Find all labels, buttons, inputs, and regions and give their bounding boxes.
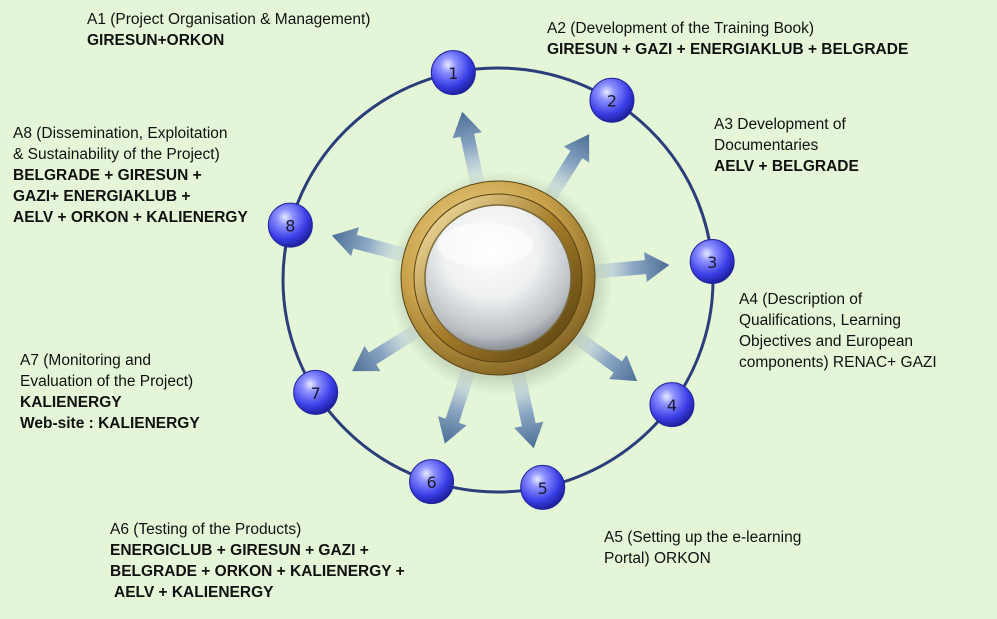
node-number: 3 (707, 253, 717, 272)
activity-title-line: A7 (Monitoring and (20, 352, 151, 369)
node-6: 6 (409, 459, 455, 505)
node-1: 1 (430, 50, 476, 96)
activity-title-line: A4 (Description of (739, 291, 863, 308)
node-number: 7 (311, 384, 321, 403)
activity-title-line: A3 Development of (714, 116, 846, 133)
node-7: 7 (293, 369, 339, 415)
node-5: 5 (520, 464, 566, 510)
activity-partners-line: AELV + ORKON + KALIENERGY (13, 209, 248, 226)
activity-label-a3: A3 Development of Documentaries AELV + B… (714, 114, 859, 177)
node-2: 2 (589, 77, 635, 123)
activity-title-line: & Sustainability of the Project) (13, 146, 220, 163)
activity-label-a2: A2 (Development of the Training Book) GI… (547, 18, 908, 60)
node-number: 5 (538, 479, 548, 498)
node-4: 4 (649, 382, 695, 428)
activity-partners-line: AELV + KALIENERGY (114, 584, 274, 601)
arrow-8 (331, 227, 411, 263)
activity-label-a6: A6 (Testing of the Products) ENERGICLUB … (110, 519, 405, 603)
activity-title-line: A5 (Setting up the e-learning (604, 529, 802, 546)
node-number: 2 (607, 92, 617, 111)
node-3: 3 (689, 239, 735, 285)
activity-label-a5: A5 (Setting up the e-learning Portal) OR… (604, 527, 801, 569)
arrow-1 (452, 111, 486, 192)
activity-label-a1: A1 (Project Organisation & Management) G… (87, 9, 370, 51)
node-number: 4 (667, 396, 677, 415)
activity-title-line: A1 (Project Organisation & Management) (87, 11, 371, 28)
node-number: 1 (448, 64, 458, 83)
node-number: 8 (285, 217, 295, 236)
activity-partners-line: GAZI+ ENERGIAKLUB + (13, 188, 191, 205)
central-hub (389, 171, 613, 395)
activity-title-line: A2 (Development of the Training Book) (547, 20, 815, 37)
activity-partners-line: Web-site : KALIENERGY (20, 415, 200, 432)
activity-title-line: Documentaries (714, 137, 819, 154)
activity-title-line: Evaluation of the Project) (20, 373, 194, 390)
activity-label-a8: A8 (Dissemination, Exploitation & Sustai… (13, 123, 248, 228)
activity-partners-line: BELGRADE + GIRESUN + (13, 167, 202, 184)
activity-title-line: A8 (Dissemination, Exploitation (13, 125, 228, 142)
node-8: 8 (267, 202, 313, 248)
activity-title-line: components) RENAC+ GAZI (739, 354, 937, 371)
node-number: 6 (426, 473, 436, 492)
activity-title-line: Objectives and European (739, 333, 914, 350)
activity-label-a7: A7 (Monitoring and Evaluation of the Pro… (20, 350, 200, 434)
activity-partners-line: GIRESUN+ORKON (87, 32, 225, 49)
activity-title-line: Portal) ORKON (604, 550, 711, 567)
activity-partners-line: KALIENERGY (20, 394, 122, 411)
node-group: 1 2 3 4 5 6 7 8 (267, 50, 735, 510)
activity-title-line: Qualifications, Learning (739, 312, 901, 329)
activity-partners-line: GIRESUN + GAZI + ENERGIAKLUB + BELGRADE (547, 41, 909, 58)
activity-partners-line: ENERGICLUB + GIRESUN + GAZI + (110, 542, 369, 559)
activity-partners-line: BELGRADE + ORKON + KALIENERGY + (110, 563, 405, 580)
activity-title-line: A6 (Testing of the Products) (110, 521, 302, 538)
activity-partners-line: AELV + BELGRADE (714, 158, 859, 175)
activity-label-a4: A4 (Description of Qualifications, Learn… (739, 289, 937, 373)
